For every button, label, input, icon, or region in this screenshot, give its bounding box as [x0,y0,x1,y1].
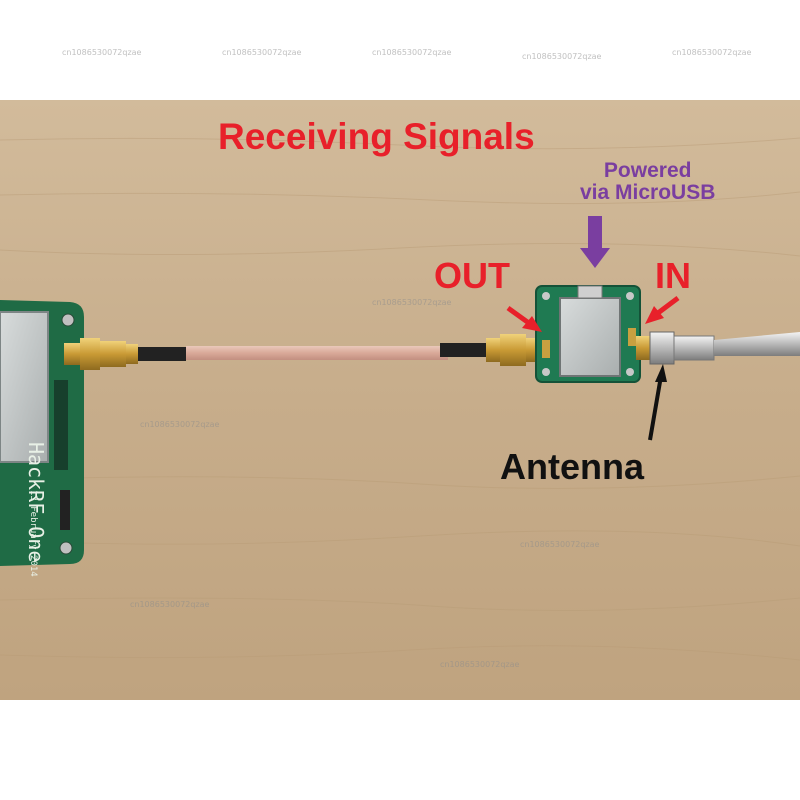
watermark: cn1086530072qzae [130,600,210,609]
lna-module [535,285,641,383]
powered-line-2: via MicroUSB [580,181,716,205]
watermark: cn1086530072qzae [520,540,600,549]
right-sma-connector [440,334,540,366]
antenna-label: Antenna [500,446,644,487]
powered-arrow-icon [580,216,610,268]
product-photo [0,100,800,700]
in-label: IN [655,255,691,296]
watermark: cn1086530072qzae [222,48,302,57]
hackrf-board [0,300,84,566]
watermark: cn1086530072qzae [672,48,752,57]
wood-background [0,100,800,700]
watermark: cn1086530072qzae [372,298,452,307]
in-arrow-icon [645,296,680,324]
photo-scene [0,100,800,700]
watermark: cn1086530072qzae [440,660,520,669]
watermark: cn1086530072qzae [62,48,142,57]
antenna-assembly [636,331,800,365]
powered-label: Powered via MicroUSB [580,159,716,205]
powered-line-1: Powered [603,159,692,182]
watermark: cn1086530072qzae [522,52,602,61]
watermark: cn1086530072qzae [372,48,452,57]
out-label: OUT [434,255,510,296]
title-label: Receiving Signals [218,116,535,157]
left-sma-connector [64,338,186,370]
out-arrow-icon [506,305,542,332]
wood-grain [0,137,800,661]
antenna-arrow-icon [648,364,667,441]
board-date: 13 February 2014 [28,490,38,577]
coax-cable [186,346,448,360]
watermark: cn1086530072qzae [140,420,220,429]
